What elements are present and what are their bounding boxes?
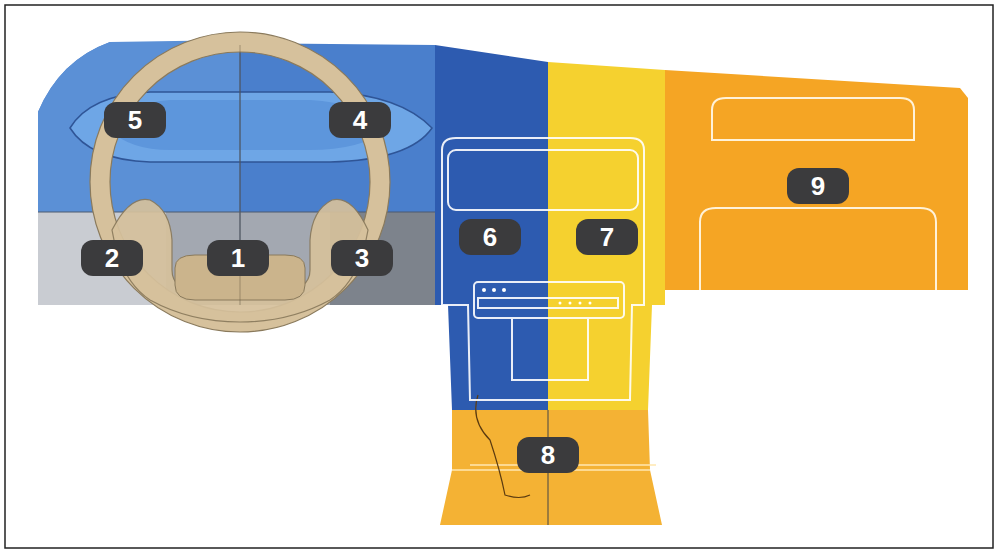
callout-number: 6 xyxy=(459,219,521,255)
callout-number: 7 xyxy=(576,219,638,255)
frame xyxy=(5,5,993,548)
zone-six xyxy=(435,45,548,410)
callout-number: 3 xyxy=(331,240,393,276)
callout-number: 1 xyxy=(207,240,269,276)
callout-number: 5 xyxy=(104,102,166,138)
zone-seven xyxy=(548,62,665,410)
callout-number: 9 xyxy=(787,168,849,204)
zone-nine xyxy=(665,70,968,290)
zone-eight xyxy=(440,410,662,525)
steering-wheel xyxy=(100,42,380,322)
callout-number: 4 xyxy=(329,102,391,138)
callout-number: 8 xyxy=(517,437,579,473)
callout-number: 2 xyxy=(81,240,143,276)
